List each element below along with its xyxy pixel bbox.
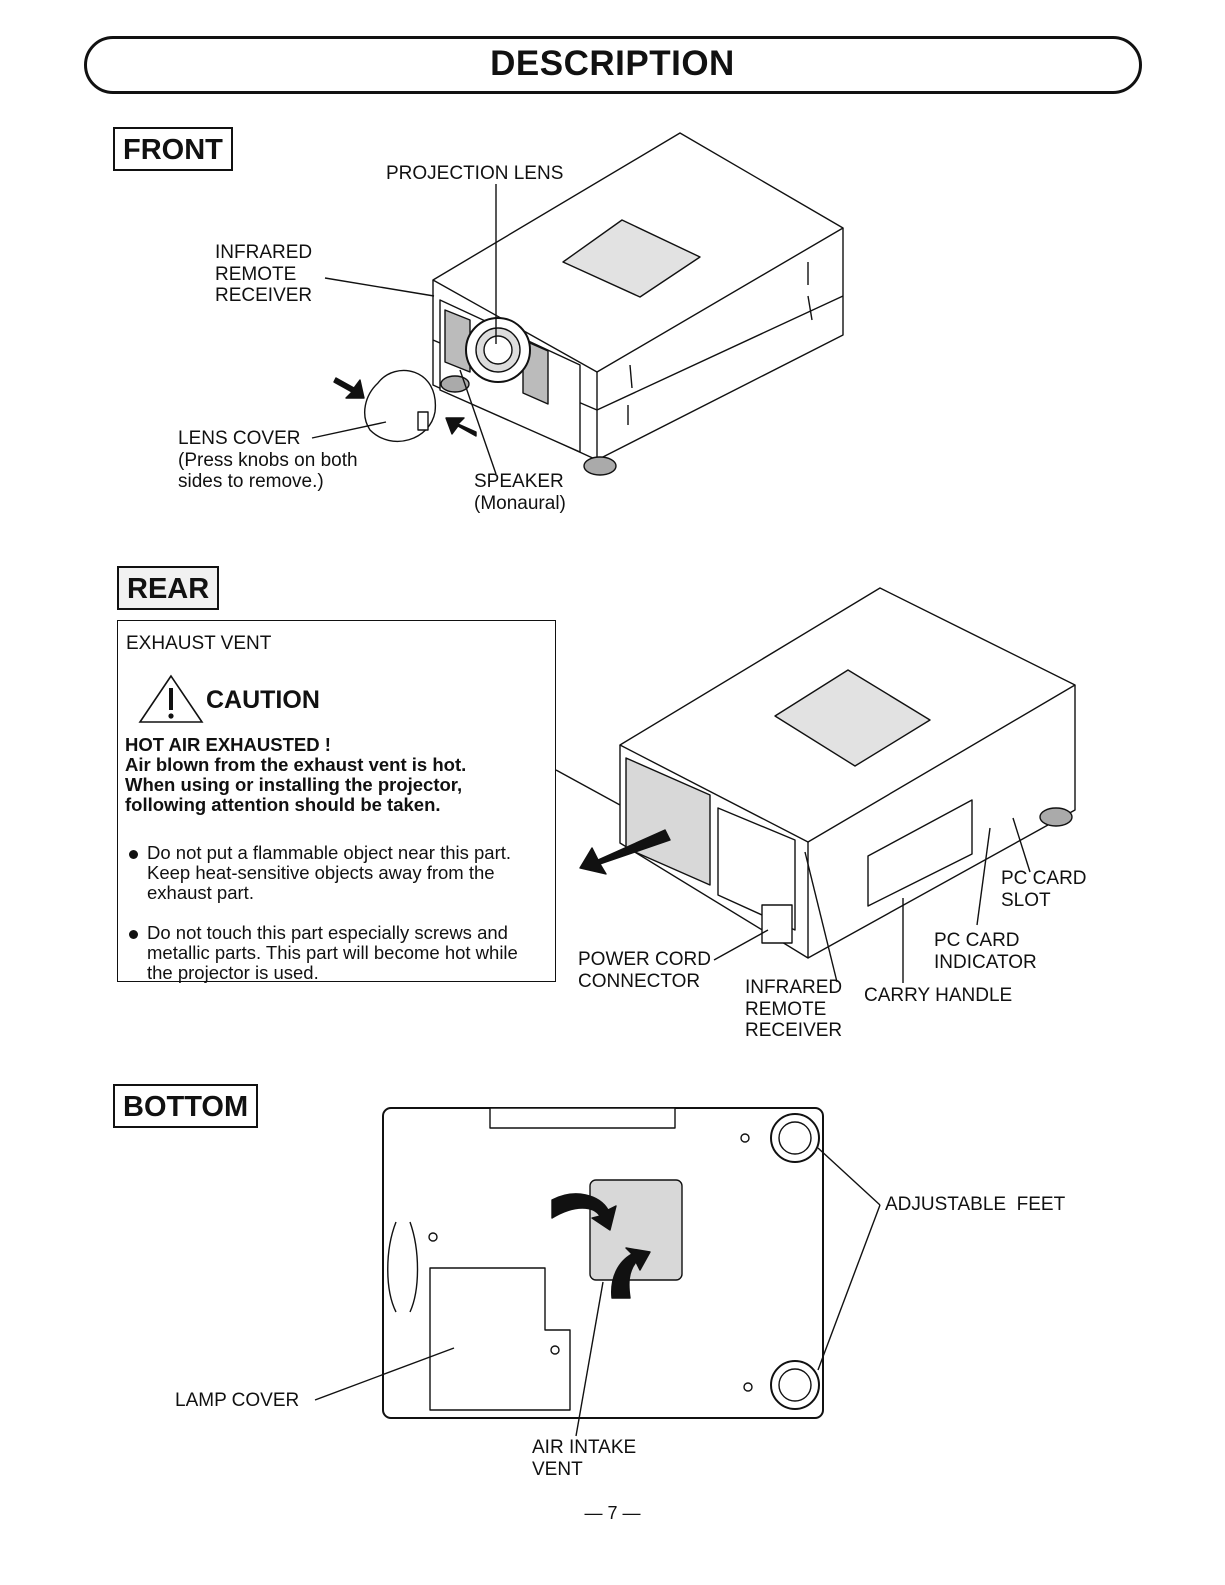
title-frame — [84, 36, 1142, 94]
caution-bullet: Do not put a flammable object near this … — [125, 843, 535, 903]
caution-box — [117, 620, 556, 982]
bottom-projector-drawing — [382, 1107, 824, 1419]
rear-label-power-cord-connector: POWER CORD CONNECTOR — [578, 949, 711, 992]
rear-label-pc-card-indicator: PC CARD INDICATOR — [934, 930, 1037, 973]
caution-line: HOT AIR EXHAUSTED ! — [125, 734, 331, 755]
caution-line: When using or installing the projector, — [125, 774, 463, 795]
caution-line: following attention should be taken. — [125, 794, 441, 815]
caution-warning-text: HOT AIR EXHAUSTED ! Air blown from the e… — [125, 735, 532, 815]
rear-heading: REAR — [117, 566, 220, 610]
caution-line: Air blown from the exhaust vent is hot. — [125, 754, 467, 775]
bullet-dot-icon — [129, 930, 138, 939]
page-title: DESCRIPTION — [490, 44, 735, 83]
bottom-heading: BOTTOM — [113, 1084, 259, 1128]
bullet-dot-icon — [129, 850, 138, 859]
front-heading: FRONT — [113, 127, 233, 171]
bottom-label-lamp-cover: LAMP COVER — [175, 1390, 300, 1411]
bottom-label-air-intake-vent: AIR INTAKE VENT — [532, 1437, 637, 1480]
rear-label-pc-card-slot: PC CARD SLOT — [1001, 868, 1087, 911]
caution-bullets: Do not put a flammable object near this … — [125, 823, 535, 1003]
rear-label-infrared-remote-receiver: INFRARED REMOTE RECEIVER — [745, 977, 843, 1041]
front-label-projection-lens: PROJECTION LENS — [386, 163, 564, 184]
front-projector-drawing — [333, 132, 844, 476]
rear-projector-drawing — [579, 587, 1076, 959]
caution-bullet: Do not touch this part especially screws… — [125, 923, 535, 983]
front-label-infrared-remote-receiver: INFRARED REMOTE RECEIVER — [215, 242, 313, 306]
caution-title: CAUTION — [206, 686, 320, 714]
front-label-lens-cover: LENS COVER (Press knobs on both sides to… — [178, 428, 358, 492]
front-label-speaker: SPEAKER (Monaural) — [474, 471, 566, 514]
page-number: — 7 — — [584, 1503, 641, 1523]
exhaust-vent-label: EXHAUST VENT — [126, 633, 272, 654]
rear-label-carry-handle: CARRY HANDLE — [864, 985, 1013, 1006]
bottom-label-adjustable-feet: ADJUSTABLE FEET — [885, 1194, 1066, 1215]
